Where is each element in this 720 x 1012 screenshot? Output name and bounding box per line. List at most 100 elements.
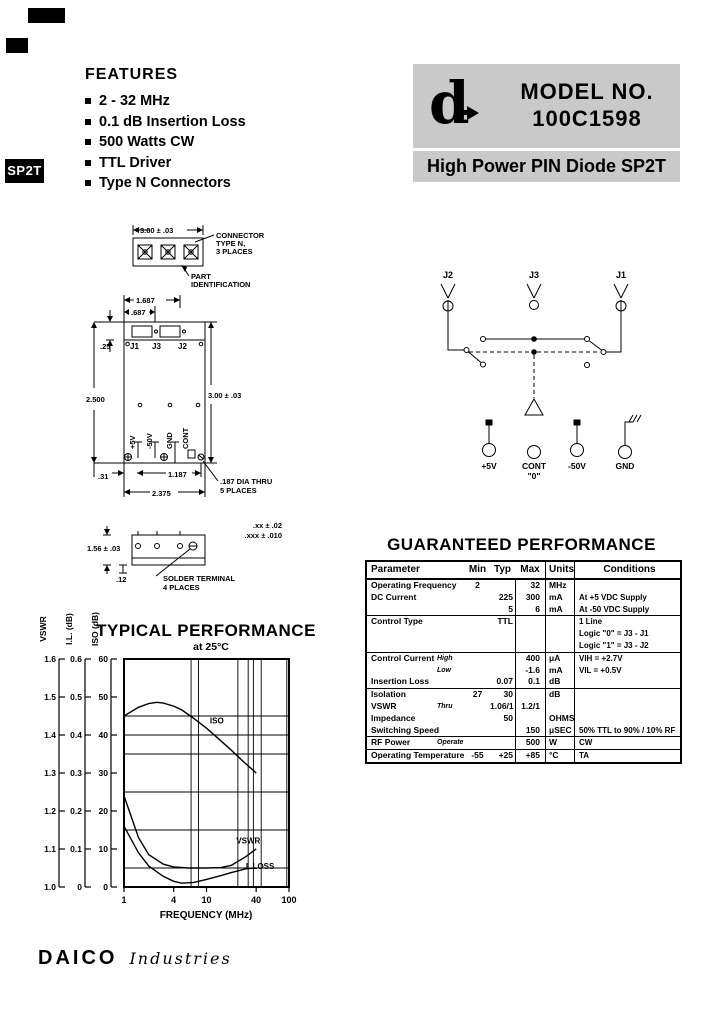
cell-typ: [490, 653, 515, 665]
svg-text:5 PLACES: 5 PLACES: [220, 486, 257, 495]
cell-param: RF Power: [371, 737, 411, 748]
logo-letter: d: [429, 69, 470, 137]
model-label: MODEL NO.: [520, 79, 654, 104]
cell-sub: High: [437, 654, 453, 662]
side-view-lines: [103, 526, 206, 577]
switch-blade: [468, 351, 482, 363]
feature-text: Type N Connectors: [99, 175, 231, 192]
cell-typ: 1.06/1: [490, 700, 514, 711]
axis-tick-label: 50: [99, 692, 109, 702]
feature-text: 0.1 dB Insertion Loss: [99, 113, 246, 130]
note-connector: CONNECTOR: [216, 231, 265, 240]
cell-param: VSWR: [371, 700, 397, 711]
schematic-diagram: J2 J3 J1 +5V CONT "0" -50V GND: [440, 270, 642, 481]
cell-typ: [490, 580, 515, 592]
axis-tick-label: 1.4: [44, 730, 56, 740]
series-iso: [123, 701, 257, 774]
cell-max: 400: [515, 652, 545, 665]
product-subtitle: High Power PIN Diode SP2T: [413, 151, 680, 182]
svg-text:TYPE N,: TYPE N,: [216, 239, 245, 248]
type-n-connector-icon: [183, 244, 199, 260]
cell-sub: [437, 628, 465, 640]
dim-687: .687: [131, 308, 146, 317]
cell-cond: CW: [579, 738, 593, 748]
tolerance-xxx: .xxx ± .010: [245, 531, 282, 540]
cell-typ: 225: [498, 591, 513, 602]
feature-text: TTL Driver: [99, 154, 172, 171]
series-iloss: [123, 825, 257, 884]
cell-units: mA: [545, 591, 575, 604]
cell-param: DC Current: [371, 591, 417, 602]
note-part-id: PART: [191, 272, 211, 281]
cell-max: 1.2/1: [515, 700, 545, 713]
cell-min: [465, 665, 490, 677]
bullet-icon: [85, 139, 91, 146]
cell-units: W: [545, 737, 575, 750]
cell-min: [465, 713, 490, 725]
cell-cond: [575, 580, 680, 592]
cell-sub: [437, 725, 465, 737]
footer-daico: DAICO: [38, 947, 118, 969]
table-header-row: Parameter Min Typ Max Units Conditions: [367, 562, 680, 580]
axis-tick-label: 0: [77, 882, 82, 892]
axis-tick-label: 0.4: [70, 730, 82, 740]
cell-typ: [490, 737, 515, 749]
cell-param: [367, 628, 437, 640]
dim-2500: 2.500: [86, 395, 105, 404]
cell-min: [465, 737, 490, 749]
leader-line: [194, 234, 215, 243]
cell-cond: Logic "1" = J3 - J2: [579, 640, 649, 650]
cell-cond: VIL = +0.5V: [579, 665, 622, 675]
schematic-lines: [440, 283, 642, 459]
cell-min: 27: [472, 689, 483, 700]
axis-tick-label: 0: [103, 882, 108, 892]
dim-2375: 2.375: [152, 489, 171, 498]
jack-label-j2: J2: [178, 342, 187, 351]
dim-1687: 1.687: [136, 296, 155, 305]
cell-param: [367, 665, 437, 677]
ground-icon: [628, 414, 642, 423]
cell-cond: 50% TTL to 90% / 10% RF: [579, 725, 676, 735]
thru-hole: [125, 341, 130, 347]
outline-drawing: 1.687 .687 .25 2.500 3.00 ± .03 .31 1.18…: [86, 295, 272, 498]
cell-param: Operating Frequency: [371, 580, 457, 590]
axis-tick-label: 0.5: [70, 692, 82, 702]
cell-max: 6: [515, 603, 545, 616]
cell-min: [465, 616, 490, 628]
x-tick-label: 10: [201, 895, 211, 905]
cell-units: dB: [545, 689, 575, 701]
axis-tick-label: 1.5: [44, 692, 56, 702]
cell-cond: At +5 VDC Supply: [579, 592, 647, 602]
cell-units: MHz: [545, 580, 575, 592]
x-tick-label: 1: [121, 895, 126, 905]
series-label: ISO: [210, 717, 224, 726]
cell-max: 32: [515, 580, 545, 592]
cell-units: [545, 700, 575, 713]
cell-min: [465, 628, 490, 640]
leader-line: [202, 460, 219, 482]
cell-typ: [490, 628, 515, 640]
brand-model-box: d MODEL NO. 100C1598: [413, 64, 680, 148]
series-label: I. LOSS: [246, 862, 275, 871]
cell-typ: 50: [503, 712, 513, 723]
cell-max: [515, 628, 545, 640]
rf-port-arrow-icon: [613, 283, 629, 299]
header-sub: [437, 562, 465, 578]
cell-param: Control Type: [371, 616, 423, 627]
x-axis-label: FREQUENCY (MHz): [160, 910, 253, 921]
cell-typ: 5: [508, 603, 513, 614]
cell-min: [465, 676, 490, 688]
cell-param: Insertion Loss: [371, 676, 430, 687]
cell-param: Switching Speed: [371, 724, 440, 735]
x-tick-label: 40: [251, 895, 261, 905]
dim-31: .31: [98, 472, 108, 481]
cell-units: dB: [545, 676, 575, 689]
header-max: Max: [520, 564, 540, 575]
solder-terminal-stubs: [134, 441, 196, 463]
cell-param: Operating Temperature: [371, 750, 465, 761]
